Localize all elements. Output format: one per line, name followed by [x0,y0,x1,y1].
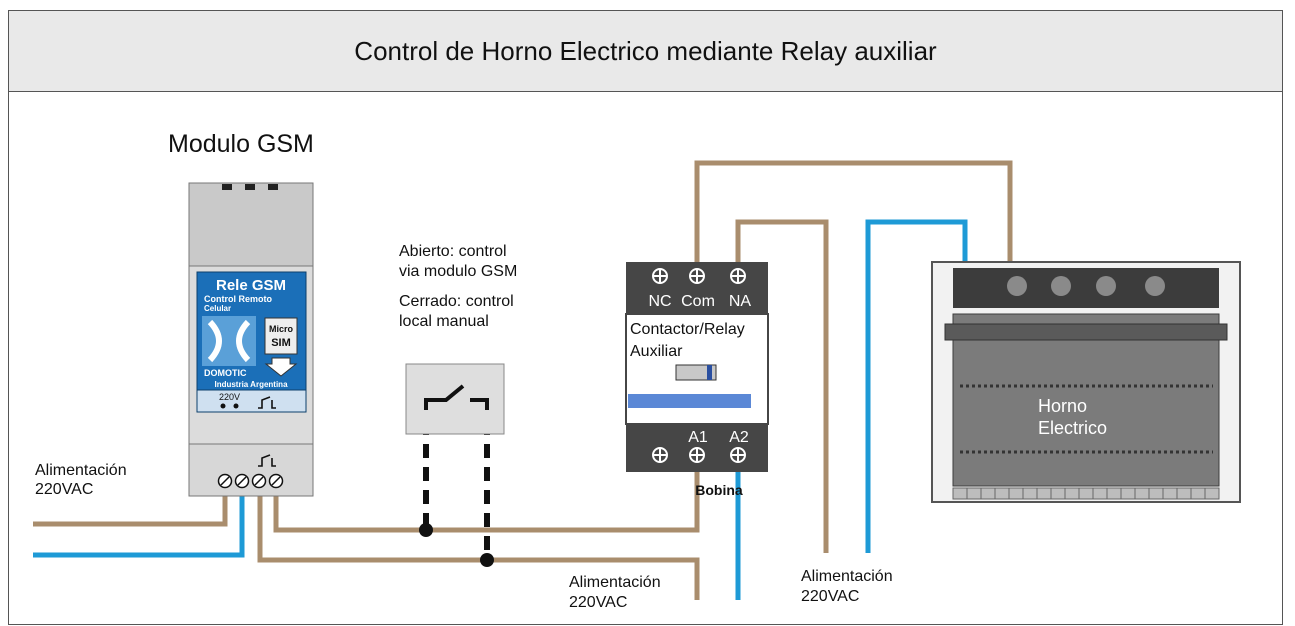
oven-door-handle [944,323,1228,341]
gsm-label-line2: Celular [204,304,231,313]
contactor-bottom-screws [652,447,746,463]
gsm-made-in: Industria Argentina [214,380,288,389]
terminal-com-label: Com [681,293,715,310]
wire-supply-left-brown [33,490,228,527]
screw-slot [271,476,281,486]
oven-cavity [952,313,1220,487]
screw-cross [731,269,745,283]
relay-contact-symbol [258,396,276,409]
coil-label: Bobina [695,482,743,498]
gsm-brand: DOMOTIC [204,368,247,378]
sim-arrow-icon [264,357,298,377]
contactor-top-screws [652,268,746,284]
wire-gsm-to-supply [257,490,700,600]
terminal-a2-label: A2 [729,429,749,446]
domotic-logo-mark [207,319,251,363]
oven-knob-3 [1096,276,1116,296]
screw-cross [653,448,667,462]
gsm-case-top [188,182,314,267]
screw-cross [731,448,745,462]
electric-oven: Horno Electrico [931,261,1241,503]
supply-left-label-2: 220VAC [35,481,93,498]
switch-contact-symbol [424,384,489,410]
gsm-terminal-block [217,473,284,489]
gsm-info-strip [196,389,307,413]
switch-note-closed-1: Cerrado: control [399,293,514,310]
screw-slot [237,476,247,486]
wire-com-to-oven [694,160,1013,262]
gsm-led-1 [220,403,226,409]
contactor-indicator-mark [707,365,712,380]
gsm-label-title: Rele GSM [216,277,286,294]
oven-knob-4 [1145,276,1165,296]
switch-note-closed-2: local manual [399,313,489,330]
oven-vent-slots [966,488,1206,499]
sim-text-1: Micro [269,324,294,334]
screw-slot [220,476,230,486]
oven-base-vent [952,487,1220,500]
switch-note-open-2: via modulo GSM [399,263,517,280]
contactor-relay: NC Com NA Contactor/Relay Auxiliar A1 A2… [625,262,769,498]
wire-supply-left-blue [33,490,245,558]
screw-cross [690,269,704,283]
screw-slot [254,476,264,486]
contactor-blue-band [628,394,751,408]
gsm-vent-3 [268,184,278,190]
oven-label-2: Electrico [1038,418,1107,438]
supply-middle-label-1: Alimentación [569,574,661,591]
switch-box [405,363,505,435]
supply-left-label-1: Alimentación [35,462,127,479]
gsm-led-2 [233,403,239,409]
terminal-na-label: NA [729,293,752,310]
wire-oven-blue [865,219,968,553]
wire-gsm-to-a1 [273,462,700,533]
gsm-vent-1 [222,184,232,190]
supply-right-label-2: 220VAC [801,588,859,605]
gsm-case-bottom [188,443,314,497]
oven-control-panel [953,268,1219,308]
screw-cross [690,448,704,462]
gsm-label-line1: Control Remoto [204,294,272,304]
gsm-voltage-mark: 220V [219,392,240,402]
sim-text-2: SIM [271,337,291,349]
screw-cross [653,269,667,283]
wires [33,160,1013,600]
manual-switch: Abierto: control via modulo GSM Cerrado:… [399,243,517,435]
terminal-a1-label: A1 [688,429,708,446]
oven-knob-1 [1007,276,1027,296]
oven-label-1: Horno [1038,396,1087,416]
supply-middle-label-2: 220VAC [569,594,627,611]
gsm-module: Modulo GSM Rele GSM Control Remoto Celul… [168,130,314,497]
supply-right-label-1: Alimentación [801,568,893,585]
contactor-name-1: Contactor/Relay [630,321,745,338]
sim-card-icon [264,317,298,355]
contactor-indicator [675,364,717,381]
gsm-module-heading: Modulo GSM [168,130,314,158]
diagram-title: Control de Horno Electrico mediante Rela… [9,11,1282,92]
gsm-vent-2 [245,184,255,190]
switch-note-open-1: Abierto: control [399,243,507,260]
wire-na-to-supply [735,219,829,553]
terminal-nc-label: NC [648,293,671,310]
junction-dot-a1 [419,523,433,537]
junction-dot-supply [480,553,494,567]
contactor-name-2: Auxiliar [630,343,683,360]
relay-contact-symbol-bottom [258,454,276,467]
oven-knob-2 [1051,276,1071,296]
